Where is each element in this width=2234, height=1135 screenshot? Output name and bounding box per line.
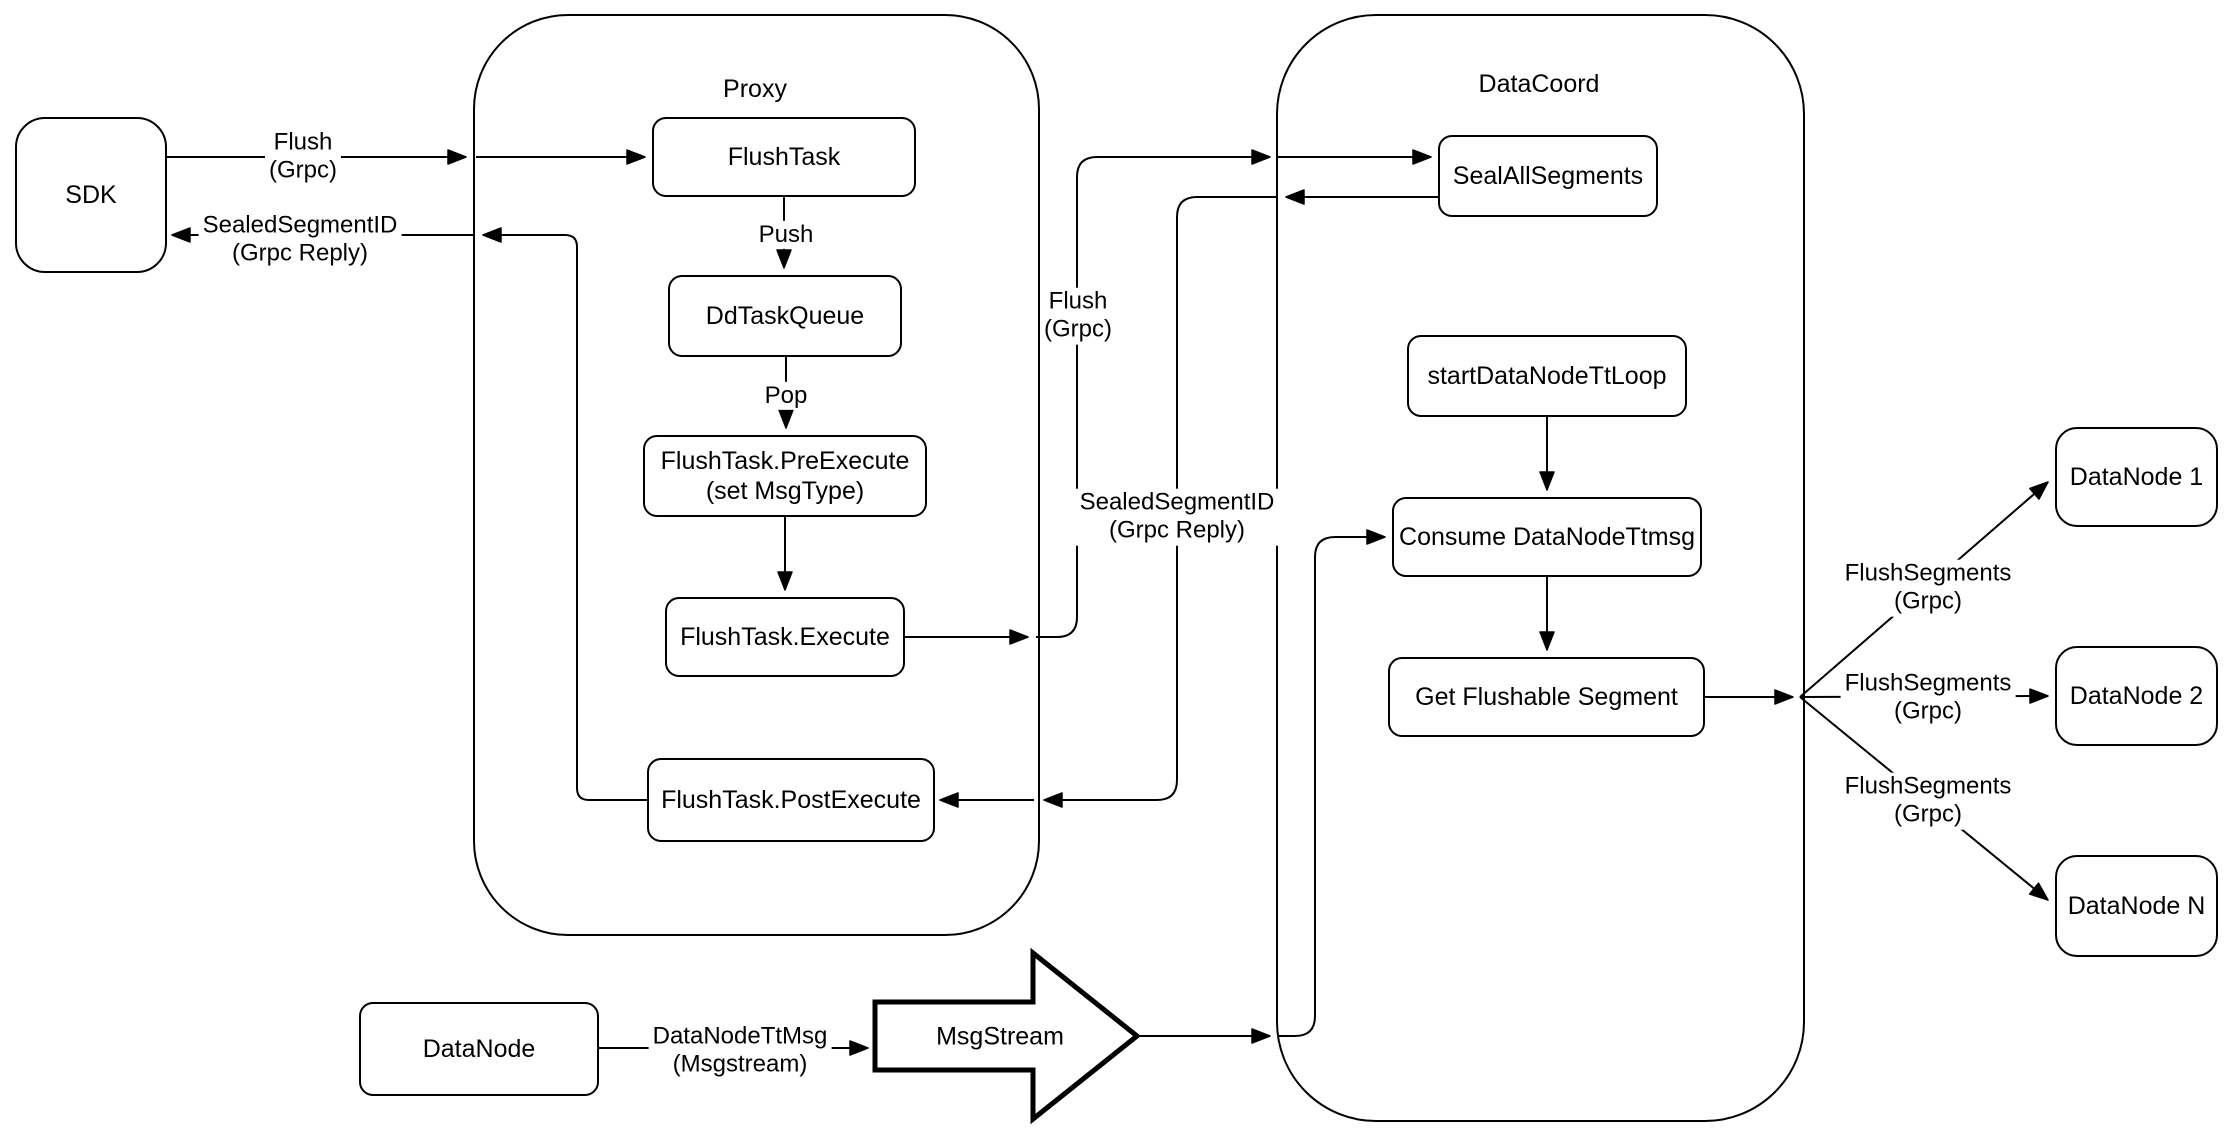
node-ddtaskqueue: DdTaskQueue bbox=[668, 275, 902, 357]
node-sealallsegments: SealAllSegments bbox=[1438, 135, 1658, 217]
label-flushsegments-3-line1: FlushSegments bbox=[1844, 772, 2012, 800]
node-startdatanodettloop-label: startDataNodeTtLoop bbox=[1427, 362, 1667, 390]
label-flush-sdk-proxy-line2: (Grpc) bbox=[269, 157, 337, 184]
label-datanode-ttmsg: DataNodeTtMsg (Msgstream) bbox=[648, 1022, 832, 1080]
label-flush-sdk-proxy-line1: Flush bbox=[273, 128, 333, 156]
node-preexecute: FlushTask.PreExecute (set MsgType) bbox=[643, 435, 927, 517]
node-sdk-label: SDK bbox=[65, 181, 117, 209]
node-datanode-1-label: DataNode 1 bbox=[2069, 463, 2204, 491]
label-pop: Pop bbox=[760, 381, 812, 411]
node-getflushable-label: Get Flushable Segment bbox=[1415, 683, 1678, 711]
label-flushsegments-1: FlushSegments (Grpc) bbox=[1840, 559, 2016, 617]
label-flushsegments-1-line2: (Grpc) bbox=[1894, 588, 1962, 615]
label-pop-line1: Pop bbox=[764, 381, 808, 409]
msgstream-label: MsgStream bbox=[936, 1022, 1064, 1051]
node-consume-ttmsg-label: Consume DataNodeTtmsg bbox=[1399, 523, 1695, 551]
label-datanode-ttmsg-line1: DataNodeTtMsg bbox=[652, 1022, 828, 1050]
label-flush-proxy-coord-line1: Flush bbox=[1048, 287, 1108, 315]
edge-postexecute-to-proxy-edge bbox=[482, 227, 647, 801]
node-flushtask-label: FlushTask bbox=[727, 143, 841, 171]
label-reply-proxy-sdk-line1: SealedSegmentID bbox=[202, 211, 398, 239]
node-datanode-n: DataNode N bbox=[2055, 855, 2218, 957]
node-datanode-2-label: DataNode 2 bbox=[2069, 682, 2204, 710]
node-execute-label: FlushTask.Execute bbox=[680, 623, 890, 651]
node-execute: FlushTask.Execute bbox=[665, 597, 905, 677]
node-datanode-source-label: DataNode bbox=[422, 1035, 536, 1063]
node-ddtaskqueue-label: DdTaskQueue bbox=[705, 302, 865, 330]
label-flushsegments-3-line2: (Grpc) bbox=[1894, 801, 1962, 828]
node-preexecute-sublabel: (set MsgType) bbox=[705, 477, 865, 505]
label-flush-proxy-coord-line2: (Grpc) bbox=[1044, 316, 1112, 343]
node-postexecute-label: FlushTask.PostExecute bbox=[661, 786, 921, 814]
label-flushsegments-1-line1: FlushSegments bbox=[1844, 559, 2012, 587]
node-sealallsegments-label: SealAllSegments bbox=[1452, 162, 1644, 190]
datacoord-container bbox=[1276, 14, 1805, 1122]
node-postexecute: FlushTask.PostExecute bbox=[647, 758, 935, 842]
label-reply-proxy-sdk-line2: (Grpc Reply) bbox=[231, 240, 369, 267]
label-reply-coord-proxy: SealedSegmentID (Grpc Reply) bbox=[1075, 488, 1279, 546]
node-preexecute-label: FlushTask.PreExecute bbox=[660, 447, 910, 475]
label-flushsegments-2: FlushSegments (Grpc) bbox=[1840, 669, 2016, 727]
label-flush-proxy-coord: Flush (Grpc) bbox=[1040, 287, 1116, 345]
label-datanode-ttmsg-line2: (Msgstream) bbox=[672, 1051, 808, 1078]
label-flushsegments-3: FlushSegments (Grpc) bbox=[1840, 772, 2016, 830]
node-sdk: SDK bbox=[15, 117, 167, 273]
proxy-container bbox=[473, 14, 1040, 936]
proxy-container-title: Proxy bbox=[723, 75, 787, 103]
label-push: Push bbox=[754, 220, 818, 250]
node-datanode-2: DataNode 2 bbox=[2055, 646, 2218, 746]
node-consume-ttmsg: Consume DataNodeTtmsg bbox=[1392, 497, 1702, 577]
node-flushtask: FlushTask bbox=[652, 117, 916, 197]
datacoord-container-title: DataCoord bbox=[1478, 70, 1600, 98]
label-flushsegments-2-line2: (Grpc) bbox=[1894, 698, 1962, 725]
node-startdatanodettloop: startDataNodeTtLoop bbox=[1407, 335, 1687, 417]
label-reply-proxy-sdk: SealedSegmentID (Grpc Reply) bbox=[198, 211, 402, 269]
node-getflushable: Get Flushable Segment bbox=[1388, 657, 1705, 737]
label-flushsegments-2-line1: FlushSegments bbox=[1844, 669, 2012, 697]
label-flush-sdk-proxy: Flush (Grpc) bbox=[265, 128, 341, 186]
label-reply-coord-proxy-line1: SealedSegmentID bbox=[1079, 488, 1275, 516]
label-push-line1: Push bbox=[758, 220, 814, 248]
node-datanode-1: DataNode 1 bbox=[2055, 427, 2218, 527]
node-datanode-source: DataNode bbox=[359, 1002, 599, 1096]
node-datanode-n-label: DataNode N bbox=[2067, 892, 2206, 920]
label-reply-coord-proxy-line2: (Grpc Reply) bbox=[1108, 517, 1246, 544]
edge-flush-up-to-datacoord bbox=[1036, 149, 1271, 638]
msgstream-block-arrow bbox=[872, 947, 1142, 1125]
edge-msgstream-up-to-consume bbox=[1278, 529, 1386, 1037]
